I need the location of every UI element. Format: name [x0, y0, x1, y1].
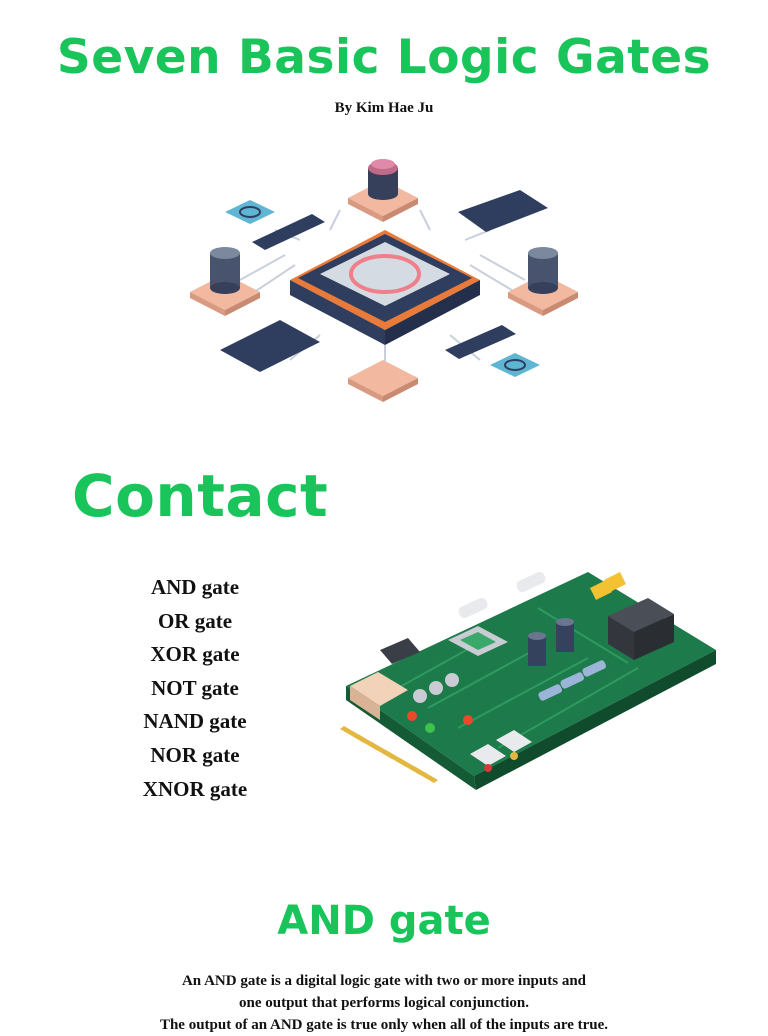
description-line: An AND gate is a digital logic gate with…: [181, 973, 587, 989]
right-pad: [508, 247, 578, 316]
edge-connector: [340, 726, 438, 783]
gate-item: NOT gate: [151, 675, 239, 700]
gate-item: XOR gate: [150, 642, 240, 667]
contact-heading: Contact: [72, 462, 329, 530]
gate-item: NOR gate: [150, 742, 240, 767]
cpu-chip-illustration: [190, 159, 578, 402]
gate-item: XNOR gate: [142, 776, 248, 801]
bottom-pad: [348, 360, 418, 402]
main-chip: [290, 230, 480, 345]
description-line: The output of an AND gate is true only w…: [159, 1017, 609, 1033]
gate-item: NAND gate: [143, 709, 247, 734]
and-gate-heading: AND gate: [277, 898, 491, 944]
blue-squares: [225, 200, 540, 377]
gate-item: AND gate: [150, 575, 240, 599]
left-pad: [190, 247, 260, 316]
gate-list: AND gate OR gate XOR gate NOT gate NAND …: [96, 572, 294, 807]
top-pad: [348, 159, 418, 222]
page-title: Seven Basic Logic Gates: [56, 30, 712, 85]
description-line: one output that performs logical conjunc…: [239, 995, 529, 1011]
author-line: By Kim Hae Ju: [334, 100, 434, 116]
small-chips: [220, 190, 548, 372]
circuit-board-illustration: [340, 571, 716, 790]
gate-item: OR gate: [157, 608, 233, 633]
and-gate-description: An AND gate is a digital logic gate with…: [120, 970, 648, 1036]
board-surface: [346, 572, 716, 776]
